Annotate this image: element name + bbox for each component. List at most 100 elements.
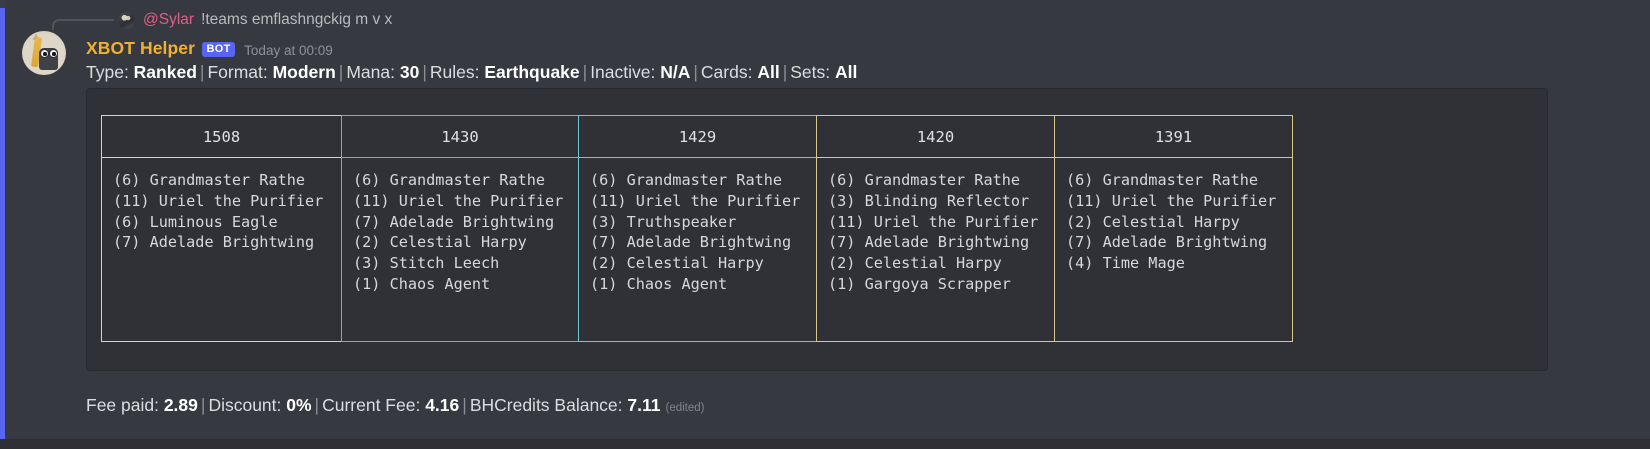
teams-table-cell: (6) Grandmaster Rathe(11) Uriel the Puri… bbox=[578, 158, 816, 342]
card-name: Truthspeaker bbox=[626, 212, 737, 231]
teams-table-body-row: (6) Grandmaster Rathe(11) Uriel the Puri… bbox=[101, 158, 1293, 342]
card-quantity: (6) bbox=[353, 171, 390, 189]
message-header: XBOT Helper BOT Today at 00:09 bbox=[86, 38, 333, 59]
card-quantity: (7) bbox=[590, 233, 627, 252]
card-entry: (6) Grandmaster Rathe bbox=[353, 170, 578, 191]
card-entry: (1) Chaos Agent bbox=[353, 274, 578, 295]
setting-label: Cards: bbox=[700, 62, 758, 82]
card-name: Time Mage bbox=[1102, 254, 1185, 273]
teams-table-cell: (6) Grandmaster Rathe(11) Uriel the Puri… bbox=[1054, 158, 1293, 342]
bot-badge: BOT bbox=[202, 41, 236, 58]
setting-label: Mana: bbox=[346, 62, 400, 82]
setting-label: Rules: bbox=[429, 62, 485, 82]
fee-value: 0% bbox=[286, 395, 312, 415]
card-entry: (4) Time Mage bbox=[1066, 253, 1292, 274]
card-name: Grandmaster Rathe bbox=[389, 171, 546, 189]
card-name: Uriel the Purifier bbox=[158, 191, 324, 210]
setting-value: All bbox=[835, 62, 858, 82]
card-name: Grandmaster Rathe bbox=[864, 171, 1021, 189]
card-name: Adelade Brightwing bbox=[149, 233, 315, 252]
card-name: Uriel the Purifier bbox=[635, 191, 801, 210]
card-entry: (11) Uriel the Purifier bbox=[828, 212, 1054, 233]
card-quantity: (11) bbox=[353, 191, 399, 210]
setting-value: All bbox=[757, 62, 780, 82]
card-quantity: (6) bbox=[113, 171, 150, 189]
card-quantity: (6) bbox=[1066, 171, 1103, 189]
fee-separator: | bbox=[314, 395, 320, 415]
card-name: Adelade Brightwing bbox=[626, 233, 792, 252]
teams-table-cell: (6) Grandmaster Rathe (3) Blinding Reflec… bbox=[816, 158, 1054, 342]
card-name: Luminous Eagle bbox=[149, 212, 278, 231]
setting-value: Earthquake bbox=[484, 62, 580, 82]
teams-table-cell: (6) Grandmaster Rathe (11) Uriel the Puri… bbox=[101, 158, 341, 342]
card-entry: (7) Adelade Brightwing bbox=[1066, 232, 1292, 253]
card-quantity: (11) bbox=[828, 212, 874, 231]
card-quantity: (2) bbox=[1066, 212, 1103, 231]
card-name: Uriel the Purifier bbox=[398, 191, 564, 210]
card-entry: (7) Adelade Brightwing bbox=[590, 232, 816, 253]
card-entry: (2) Celestial Harpy bbox=[590, 253, 816, 274]
card-entry: (6) Grandmaster Rathe bbox=[590, 170, 816, 191]
card-entry: (1) Chaos Agent bbox=[590, 274, 816, 295]
card-name: Adelade Brightwing bbox=[389, 212, 555, 231]
message-timestamp: Today at 00:09 bbox=[244, 43, 333, 58]
card-name: Grandmaster Rathe bbox=[626, 171, 783, 189]
bottom-strip bbox=[0, 439, 1650, 449]
teams-table-header-cell: 1508 bbox=[101, 115, 341, 158]
fee-label: Discount: bbox=[208, 395, 287, 415]
card-quantity: (1) bbox=[828, 274, 865, 293]
card-name: Stitch Leech bbox=[389, 254, 500, 273]
robot-pupil-right bbox=[52, 52, 56, 56]
card-quantity: (7) bbox=[1066, 233, 1103, 252]
reply-message-text[interactable]: !teams emflashngckig m v x bbox=[201, 11, 393, 28]
card-name: Chaos Agent bbox=[626, 274, 728, 293]
card-entry: (6) Luminous Eagle bbox=[113, 212, 341, 233]
fee-value: 7.11 bbox=[627, 395, 661, 415]
card-quantity: (7) bbox=[828, 233, 865, 252]
setting-separator: | bbox=[582, 62, 588, 82]
card-quantity: (4) bbox=[1066, 254, 1103, 273]
card-entry: (6) Grandmaster Rathe bbox=[1066, 170, 1292, 191]
card-name: Celestial Harpy bbox=[864, 254, 1002, 273]
fee-label: Current Fee: bbox=[322, 395, 426, 415]
fee-label: BHCredits Balance: bbox=[469, 395, 628, 415]
card-entry: (3) Truthspeaker bbox=[590, 212, 816, 233]
card-entry: (7) Adelade Brightwing bbox=[113, 232, 341, 253]
card-quantity: (6) bbox=[113, 212, 150, 231]
card-entry: (3) Stitch Leech bbox=[353, 253, 578, 274]
card-quantity: (11) bbox=[1066, 191, 1112, 210]
reply-user-avatar-icon[interactable] bbox=[118, 11, 135, 29]
card-entry: (11) Uriel the Purifier bbox=[113, 191, 341, 212]
fee-label: Fee paid: bbox=[86, 395, 164, 415]
teams-table-header-cell: 1391 bbox=[1054, 115, 1293, 158]
setting-label: Format: bbox=[207, 62, 273, 82]
setting-label: Sets: bbox=[790, 62, 835, 82]
card-name: Blinding Reflector bbox=[864, 191, 1030, 210]
card-entry: (11) Uriel the Purifier bbox=[353, 191, 578, 212]
card-entry: (2) Celestial Harpy bbox=[353, 232, 578, 253]
card-name: Grandmaster Rathe bbox=[1102, 171, 1259, 189]
card-entry: (2) Celestial Harpy bbox=[1066, 212, 1292, 233]
card-name: Grandmaster Rathe bbox=[149, 171, 306, 189]
card-name: Celestial Harpy bbox=[389, 233, 527, 252]
reply-author-name[interactable]: @Sylar bbox=[143, 11, 195, 28]
message-author-name[interactable]: XBOT Helper bbox=[86, 38, 196, 58]
rail-cap bbox=[0, 0, 5, 8]
setting-separator: | bbox=[338, 62, 344, 82]
bot-avatar-icon[interactable] bbox=[22, 31, 66, 75]
card-quantity: (3) bbox=[828, 191, 865, 210]
card-name: Adelade Brightwing bbox=[864, 233, 1030, 252]
card-quantity: (6) bbox=[828, 171, 865, 189]
card-entry: (11) Uriel the Purifier bbox=[590, 191, 816, 212]
card-entry: (11) Uriel the Purifier bbox=[1066, 191, 1292, 212]
card-entry: (7) Adelade Brightwing bbox=[353, 212, 578, 233]
card-quantity: (2) bbox=[590, 254, 627, 273]
card-entry: (2) Celestial Harpy bbox=[828, 253, 1054, 274]
fee-value: 4.16 bbox=[425, 395, 460, 415]
setting-value: Ranked bbox=[133, 62, 197, 82]
fee-summary-line: Fee paid: 2.89|Discount: 0%|Current Fee:… bbox=[86, 395, 705, 416]
reply-reference[interactable]: @Sylar !teams emflashngckig m v x bbox=[24, 7, 392, 31]
teams-table-header-cell: 1429 bbox=[578, 115, 816, 158]
card-quantity: (3) bbox=[353, 254, 390, 273]
